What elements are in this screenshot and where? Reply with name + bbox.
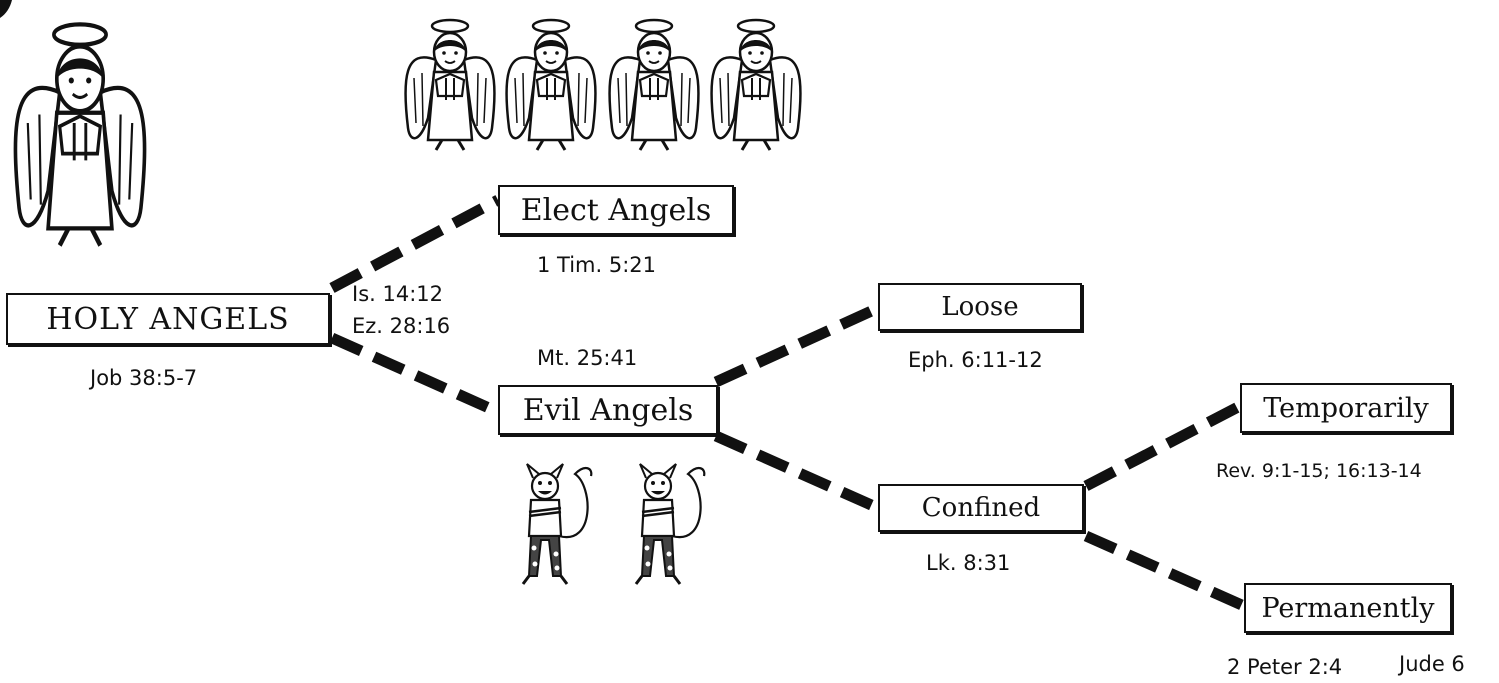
permanently-box: Permanently bbox=[1244, 583, 1452, 633]
connector-confined-permanently bbox=[1083, 530, 1247, 612]
elect-angels-ref: 1 Tim. 5:21 bbox=[537, 253, 657, 277]
angel-illustration bbox=[504, 18, 598, 152]
confined-box: Confined bbox=[878, 484, 1084, 532]
confined-ref: Lk. 8:31 bbox=[926, 551, 1011, 575]
temporarily-box: Temporarily bbox=[1240, 383, 1452, 433]
connector-lines bbox=[329, 195, 1247, 612]
loose-ref: Eph. 6:11-12 bbox=[908, 348, 1043, 372]
devil-illustration bbox=[521, 462, 593, 586]
connector-holy-evil bbox=[329, 332, 501, 418]
corner-mark bbox=[0, 0, 12, 18]
evil-angels-label: Evil Angels bbox=[522, 392, 694, 428]
permanently-ref-jude: Jude 6 bbox=[1399, 652, 1465, 676]
devil-illustration bbox=[634, 462, 706, 586]
temporarily-ref: Rev. 9:1-15; 16:13-14 bbox=[1216, 460, 1422, 482]
permanently-label: Permanently bbox=[1261, 592, 1435, 624]
fall-ref-isaiah: Is. 14:12 bbox=[352, 282, 444, 306]
elect-angels-box: Elect Angels bbox=[498, 185, 734, 235]
angel-illustration bbox=[403, 18, 497, 152]
confined-label: Confined bbox=[921, 493, 1041, 523]
elect-angels-label: Elect Angels bbox=[520, 192, 712, 228]
evil-angels-box: Evil Angels bbox=[498, 385, 718, 435]
connector-evil-confined bbox=[713, 430, 881, 514]
loose-label: Loose bbox=[941, 292, 1019, 322]
loose-box: Loose bbox=[878, 283, 1082, 331]
connector-holy-elect bbox=[329, 195, 501, 293]
permanently-ref-peter: 2 Peter 2:4 bbox=[1227, 655, 1343, 679]
temporarily-label: Temporarily bbox=[1263, 392, 1429, 424]
connector-confined-temporarily bbox=[1083, 401, 1243, 491]
holy-angels-label: HOLY ANGELS bbox=[46, 301, 290, 337]
holy-angels-box: HOLY ANGELS bbox=[6, 293, 330, 345]
connector-evil-loose bbox=[713, 302, 881, 388]
evil-angels-ref: Mt. 25:41 bbox=[537, 346, 638, 370]
angel-illustration bbox=[607, 18, 701, 152]
large-angel-illustration bbox=[15, 24, 144, 245]
holy-angels-ref: Job 38:5-7 bbox=[90, 366, 198, 390]
fall-ref-ezekiel: Ez. 28:16 bbox=[352, 314, 451, 338]
angel-illustration bbox=[709, 18, 803, 152]
